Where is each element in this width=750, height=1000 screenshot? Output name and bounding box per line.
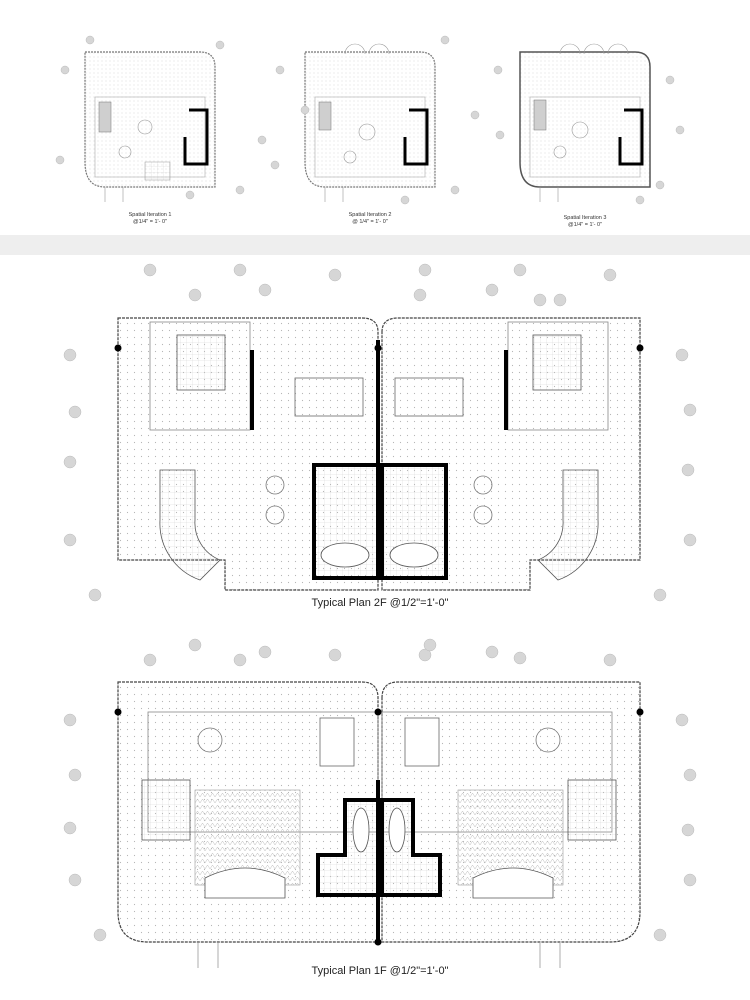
iteration-caption-1: Spatial Iteration 1 @1/4" = 1'- 0" <box>90 212 210 226</box>
tree-symbol <box>400 195 410 205</box>
tree-symbol <box>233 263 247 277</box>
tree-symbol <box>185 190 195 200</box>
tree-symbol <box>215 40 225 50</box>
tree-symbol <box>233 653 247 667</box>
tree-symbol <box>675 125 685 135</box>
iteration-label-3: Spatial Iteration 3 <box>563 215 607 221</box>
tree-symbol <box>635 195 645 205</box>
tree-symbol <box>681 463 695 477</box>
tree-symbol <box>653 928 667 942</box>
tree-symbol <box>258 283 272 297</box>
plan-1f <box>114 681 644 968</box>
tree-symbol <box>423 638 437 652</box>
tree-symbol <box>665 75 675 85</box>
tree-symbol <box>675 713 689 727</box>
tree-symbol <box>257 135 267 145</box>
tree-symbol <box>450 185 460 195</box>
tree-symbol <box>683 873 697 887</box>
tree-symbol <box>188 288 202 302</box>
iteration-label-1: Spatial Iteration 1 <box>128 212 172 218</box>
tree-symbol <box>55 155 65 165</box>
iteration-plan-2 <box>304 43 436 202</box>
divider-band <box>0 235 750 255</box>
tree-symbol <box>63 348 77 362</box>
tree-symbol <box>85 35 95 45</box>
tree-symbol <box>68 768 82 782</box>
tree-symbol <box>485 645 499 659</box>
iteration-plan-1 <box>84 51 216 202</box>
tree-symbol <box>68 405 82 419</box>
tree-symbol <box>63 455 77 469</box>
plan-1f-caption: Typical Plan 1F @1/2"=1'-0" <box>311 965 449 977</box>
tree-symbol <box>143 263 157 277</box>
plan-2f <box>114 317 644 591</box>
tree-symbol <box>493 65 503 75</box>
tree-symbol <box>495 130 505 140</box>
tree-symbol <box>655 180 665 190</box>
tree-symbol <box>63 713 77 727</box>
tree-symbol <box>513 651 527 665</box>
tree-symbol <box>63 821 77 835</box>
tree-symbol <box>258 645 272 659</box>
tree-symbol <box>681 823 695 837</box>
tree-symbol <box>683 768 697 782</box>
tree-symbol <box>270 160 280 170</box>
tree-symbol <box>328 648 342 662</box>
tree-symbol <box>413 288 427 302</box>
tree-symbol <box>683 533 697 547</box>
tree-symbol <box>653 588 667 602</box>
tree-symbol <box>418 263 432 277</box>
tree-symbol <box>683 403 697 417</box>
iteration-scale-3: @1/4" = 1'- 0" <box>568 222 602 228</box>
iteration-scale-1: @1/4" = 1'- 0" <box>133 219 167 225</box>
tree-symbol <box>88 588 102 602</box>
tree-symbol <box>93 928 107 942</box>
tree-symbol <box>675 348 689 362</box>
iteration-scale-2: @ 1/4" = 1'- 0" <box>352 219 388 225</box>
tree-symbol <box>418 648 432 662</box>
tree-symbol <box>235 185 245 195</box>
tree-symbol <box>328 268 342 282</box>
tree-symbol <box>470 110 480 120</box>
tree-symbol <box>68 873 82 887</box>
plan-2f-caption: Typical Plan 2F @1/2"=1'-0" <box>311 597 449 609</box>
tree-symbol <box>553 293 567 307</box>
tree-symbol <box>63 533 77 547</box>
tree-symbol <box>188 638 202 652</box>
tree-symbol <box>275 65 285 75</box>
tree-symbol <box>533 293 547 307</box>
tree-symbol <box>143 653 157 667</box>
tree-symbol <box>603 653 617 667</box>
iteration-plan-3 <box>519 43 651 202</box>
tree-symbol <box>485 283 499 297</box>
iteration-caption-2: Spatial Iteration 2 @ 1/4" = 1'- 0" <box>310 212 430 226</box>
iteration-caption-3: Spatial Iteration 3 @1/4" = 1'- 0" <box>525 215 645 229</box>
tree-symbol <box>60 65 70 75</box>
iteration-label-2: Spatial Iteration 2 <box>348 212 392 218</box>
tree-symbol <box>513 263 527 277</box>
tree-symbol <box>440 35 450 45</box>
site-trees <box>55 35 697 942</box>
tree-symbol <box>603 268 617 282</box>
tree-symbol <box>300 105 310 115</box>
